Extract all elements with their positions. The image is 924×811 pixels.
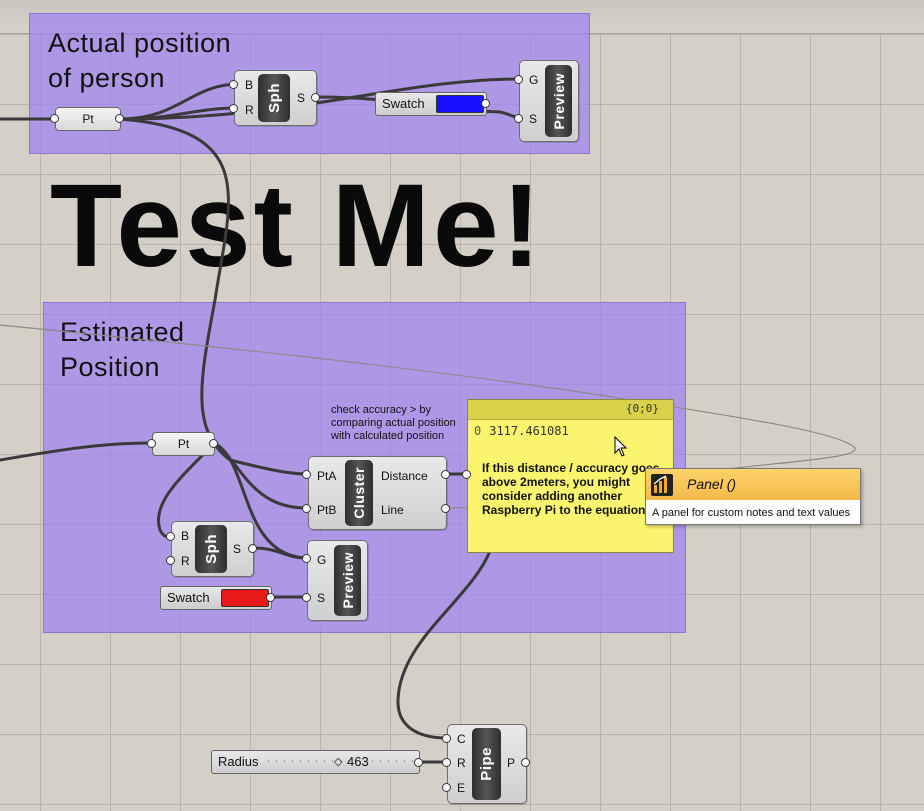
port-ptb: PtB (317, 503, 337, 517)
slider-label: Radius (218, 754, 259, 769)
port-line: Line (381, 503, 404, 517)
group-title-actual: Actual position of person (48, 28, 232, 93)
preview-component-mid[interactable]: G S Preview (307, 540, 368, 621)
output-grip[interactable] (441, 470, 450, 479)
preview-core: Preview (334, 545, 361, 616)
sphere-component-mid[interactable]: B R Sph S (171, 521, 254, 577)
port-r: R (457, 756, 466, 770)
sphere-core: Sph (258, 74, 290, 122)
port-r: R (245, 103, 254, 117)
output-grip[interactable] (521, 758, 530, 767)
cluster-core: Cluster (345, 460, 373, 526)
output-grip[interactable] (209, 439, 218, 448)
point-param-top[interactable]: Pt (55, 107, 121, 131)
panel-value: 3117.461081 (489, 424, 569, 438)
preview-core: Preview (545, 65, 572, 137)
output-grip[interactable] (115, 114, 124, 123)
slider-value: 463 (347, 754, 369, 769)
sphere-component-top[interactable]: B R Sph S (234, 70, 317, 126)
tooltip-title: Panel () (687, 476, 737, 492)
tooltip-description: A panel for custom notes and text values (652, 507, 851, 519)
output-grip[interactable] (481, 99, 490, 108)
cluster-component[interactable]: PtA PtB Cluster Distance Line (308, 456, 447, 530)
point-param-label: Pt (177, 437, 190, 451)
panel-path: {0;0} (625, 402, 659, 415)
output-grip[interactable] (311, 93, 320, 102)
input-grip[interactable] (442, 758, 451, 767)
output-grip[interactable] (266, 593, 275, 602)
input-grip[interactable] (302, 554, 311, 563)
input-grip[interactable] (50, 114, 59, 123)
input-grip[interactable] (147, 439, 156, 448)
swatch-label: Swatch (382, 96, 425, 111)
slider-handle[interactable]: ◇ (334, 756, 343, 768)
output-grip[interactable] (441, 504, 450, 513)
tooltip-header: Panel () (646, 469, 860, 500)
point-param-mid[interactable]: Pt (152, 432, 215, 456)
port-s: S (297, 91, 306, 105)
input-grip[interactable] (302, 593, 311, 602)
point-param-label: Pt (82, 112, 94, 126)
port-s: S (529, 112, 538, 126)
swatch-component-mid[interactable]: Swatch (160, 586, 272, 610)
output-grip[interactable] (414, 758, 423, 767)
port-g: G (317, 553, 327, 567)
port-c: C (457, 732, 466, 746)
sphere-label: Sph (202, 534, 220, 564)
port-pta: PtA (317, 469, 337, 483)
slider-track[interactable] (268, 760, 413, 762)
preview-component-top[interactable]: G S Preview (519, 60, 579, 142)
port-b: B (245, 78, 254, 92)
input-grip[interactable] (442, 734, 451, 743)
accuracy-note[interactable]: check accuracy > by comparing actual pos… (331, 404, 456, 442)
preview-label: Preview (550, 72, 567, 130)
input-grip[interactable] (229, 104, 238, 113)
port-r: R (181, 554, 190, 568)
pipe-label: Pipe (478, 747, 495, 781)
group-title-estimated: Estimated Position (60, 317, 185, 382)
input-grip[interactable] (514, 75, 523, 84)
swatch-color-red[interactable] (221, 589, 269, 607)
preview-label: Preview (339, 552, 356, 609)
port-s: S (317, 591, 326, 605)
input-grip[interactable] (302, 470, 311, 479)
input-grip[interactable] (166, 532, 175, 541)
port-e: E (457, 781, 466, 795)
panel-value-row: 0 3117.461081 (474, 424, 569, 438)
pipe-core: Pipe (472, 728, 501, 800)
port-p: P (507, 756, 516, 770)
port-g: G (529, 73, 539, 87)
input-grip[interactable] (514, 114, 523, 123)
panel-icon (651, 474, 673, 496)
panel-component[interactable]: {0;0} 0 3117.461081 If this distance / ac… (467, 399, 674, 553)
input-grip[interactable] (166, 556, 175, 565)
mouse-cursor-icon (614, 436, 628, 457)
port-distance: Distance (381, 469, 428, 483)
swatch-label: Swatch (167, 590, 210, 605)
sphere-label: Sph (265, 83, 283, 113)
input-grip[interactable] (462, 470, 471, 479)
panel-header: {0;0} (468, 400, 673, 420)
radius-slider[interactable]: Radius ◇ 463 (211, 750, 420, 774)
input-grip[interactable] (442, 783, 451, 792)
port-s: S (233, 542, 242, 556)
cluster-label: Cluster (351, 467, 367, 519)
panel-index: 0 (474, 424, 482, 438)
pipe-component[interactable]: C R E Pipe P (447, 724, 527, 804)
output-grip[interactable] (248, 544, 257, 553)
input-grip[interactable] (229, 80, 238, 89)
swatch-component-top[interactable]: Swatch (375, 92, 487, 116)
panel-message: If this distance / accuracy goes above 2… (482, 461, 660, 517)
big-scribble-text[interactable]: Test Me! (50, 160, 544, 292)
swatch-color-blue[interactable] (436, 95, 484, 113)
port-b: B (181, 529, 190, 543)
panel-tooltip: Panel () A panel for custom notes and te… (645, 468, 861, 525)
sphere-core: Sph (195, 525, 227, 573)
input-grip[interactable] (302, 504, 311, 513)
